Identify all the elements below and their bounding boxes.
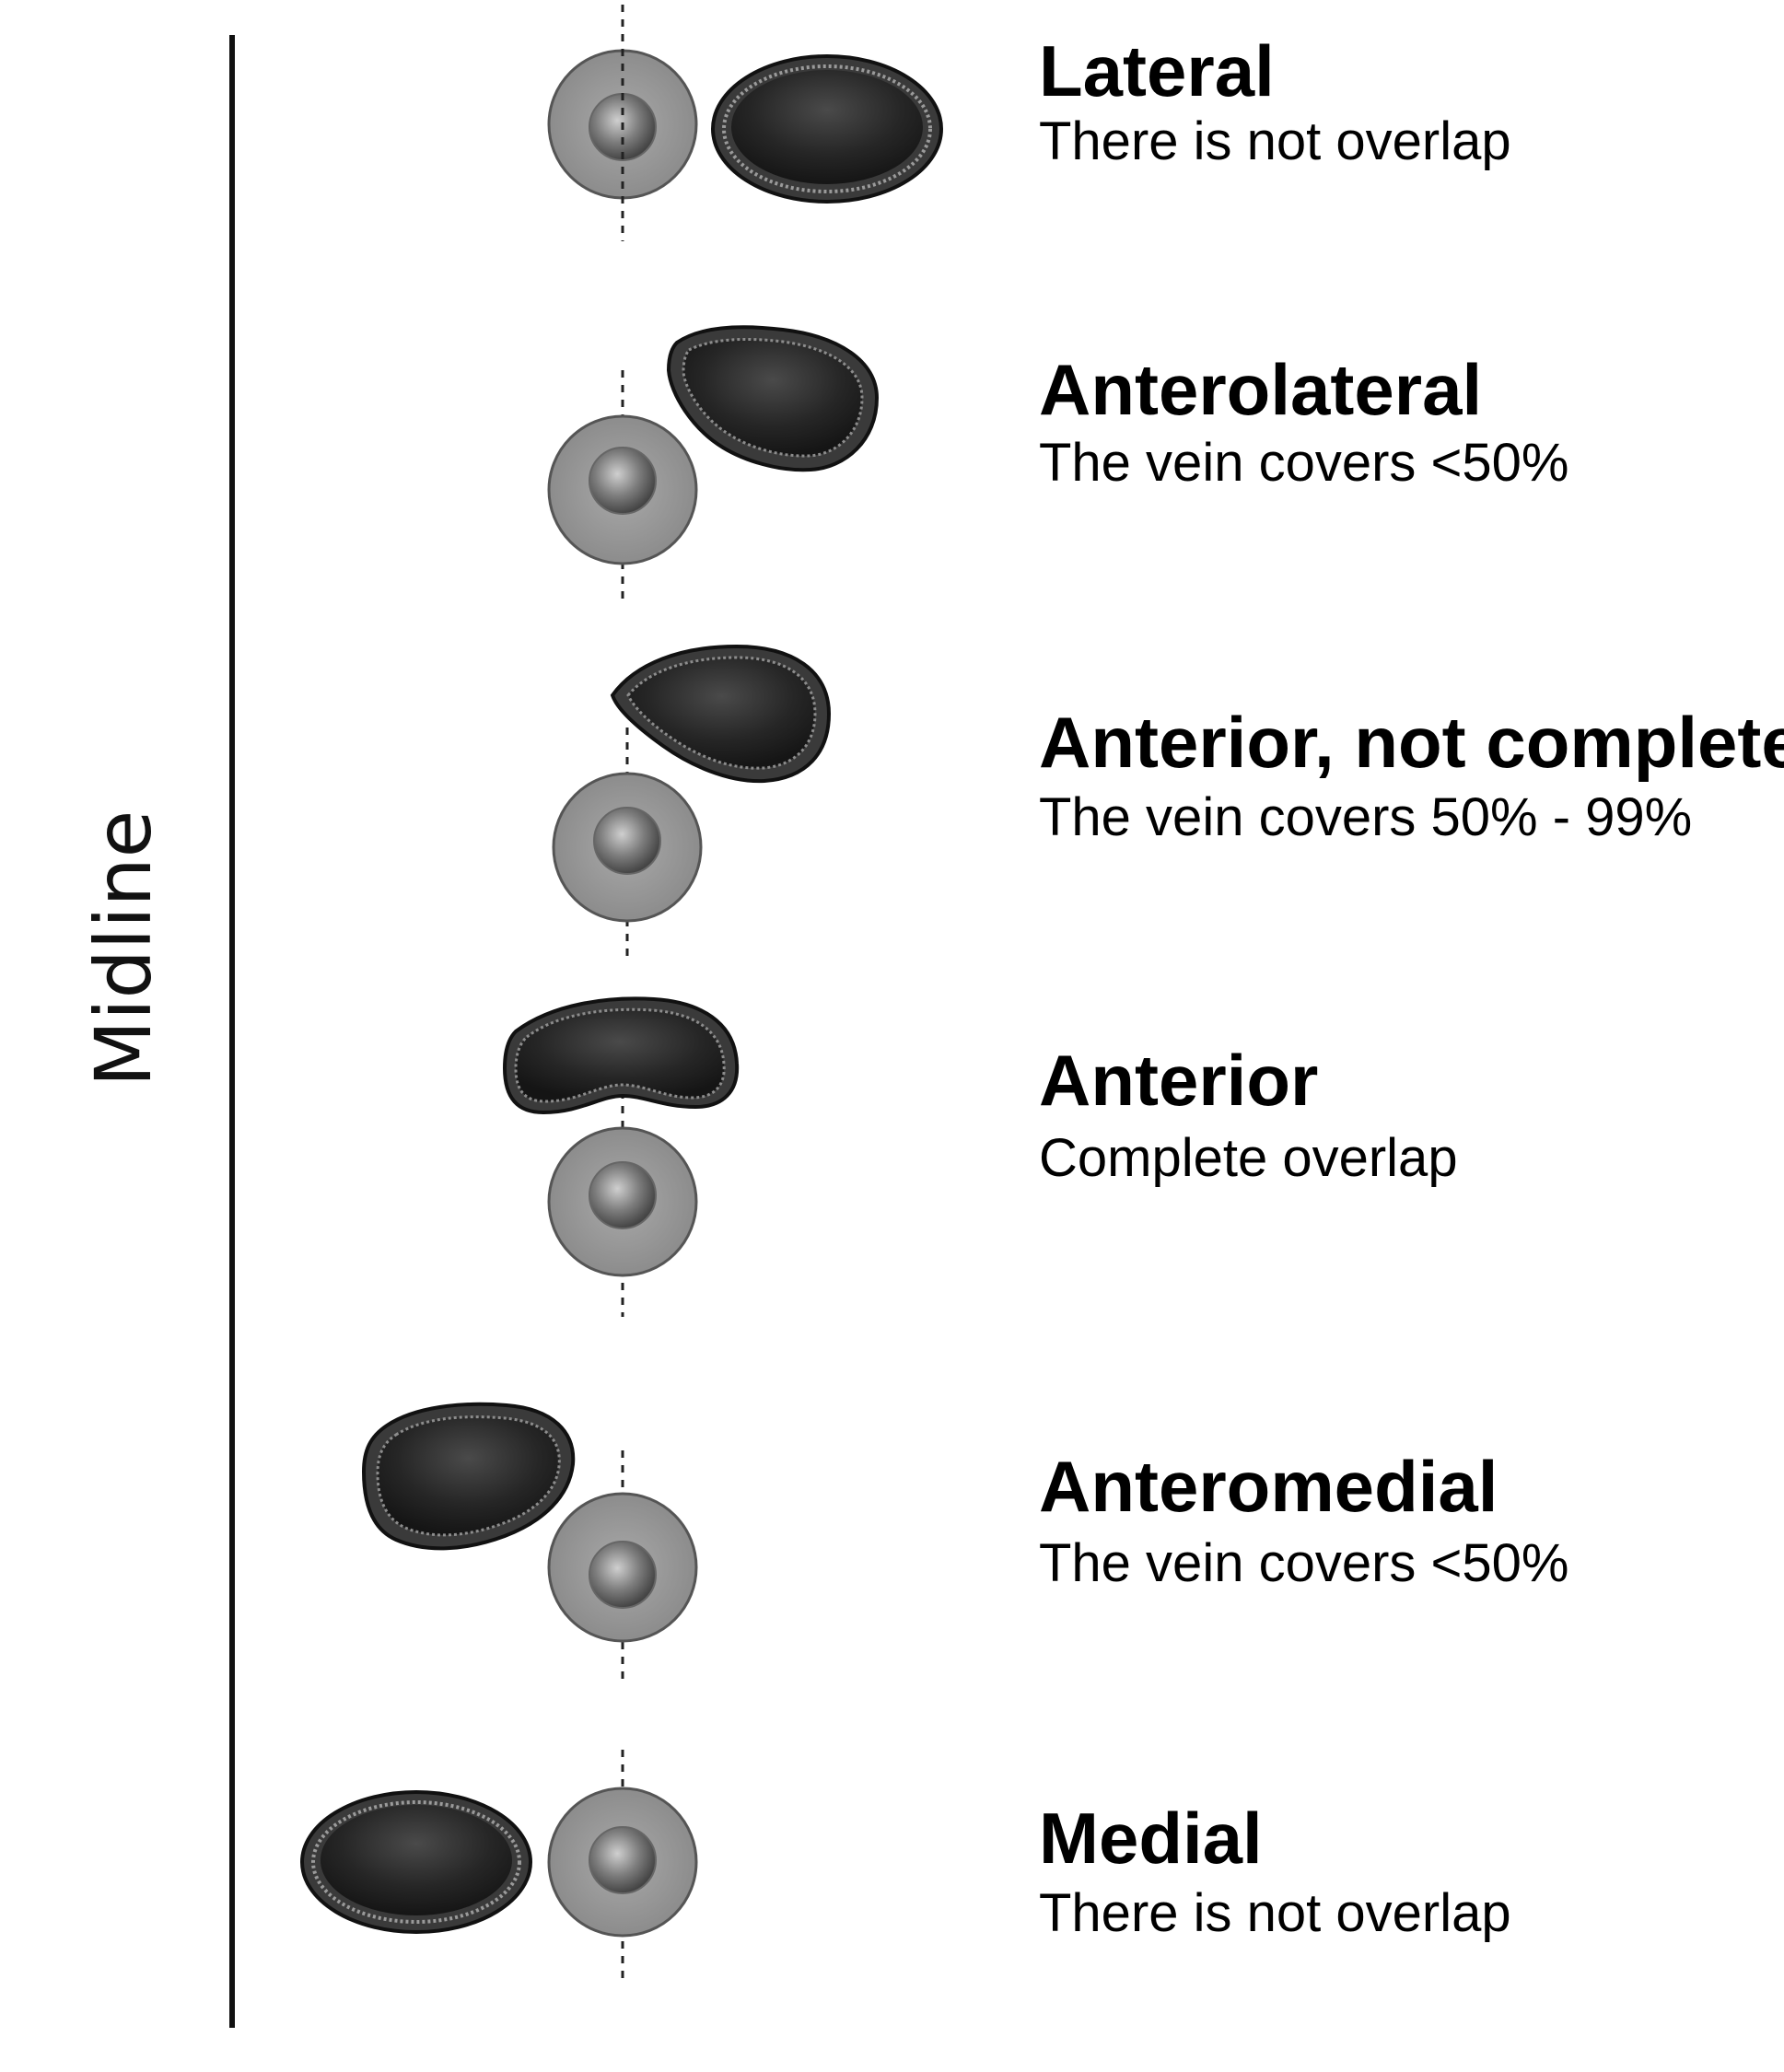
vein-anteromedial xyxy=(361,1402,576,1551)
row-anterior-not-complete: Anterior, not complete The vein covers 5… xyxy=(552,644,1784,962)
vein-anterior-not-complete xyxy=(610,644,832,784)
vein-anterolateral xyxy=(666,325,880,472)
vein-medial xyxy=(300,1790,532,1934)
title-medial: Medial xyxy=(1039,1798,1263,1879)
artery-anterior xyxy=(547,1126,698,1277)
description-anterior: Complete overlap xyxy=(1039,1128,1458,1188)
vein-lateral xyxy=(711,54,943,204)
row-anteromedial: Anteromedial The vein covers <50% xyxy=(361,1402,1568,1685)
title-lateral: Lateral xyxy=(1039,30,1275,111)
description-lateral: There is not overlap xyxy=(1039,111,1511,171)
row-anterior: Anterior Complete overlap xyxy=(502,996,1458,1317)
row-medial: Medial There is not overlap xyxy=(300,1750,1511,1985)
description-anterolateral: The vein covers <50% xyxy=(1039,433,1568,493)
artery-medial xyxy=(547,1787,698,1938)
title-anterior-not-complete: Anterior, not complete xyxy=(1039,702,1784,783)
artery-anterolateral xyxy=(547,414,698,565)
row-lateral: Lateral There is not overlap xyxy=(547,5,1511,241)
artery-anterior-not-complete xyxy=(552,772,703,923)
title-anterior: Anterior xyxy=(1039,1040,1318,1121)
title-anterolateral: Anterolateral xyxy=(1039,349,1482,430)
row-anterolateral: Anterolateral The vein covers <50% xyxy=(547,325,1568,606)
vein-anterior xyxy=(502,996,740,1115)
description-medial: There is not overlap xyxy=(1039,1883,1511,1943)
midline-label: Midline xyxy=(78,810,169,1088)
artery-anteromedial xyxy=(547,1492,698,1643)
description-anteromedial: The vein covers <50% xyxy=(1039,1533,1568,1593)
description-anterior-not-complete: The vein covers 50% - 99% xyxy=(1039,787,1692,847)
title-anteromedial: Anteromedial xyxy=(1039,1446,1498,1527)
